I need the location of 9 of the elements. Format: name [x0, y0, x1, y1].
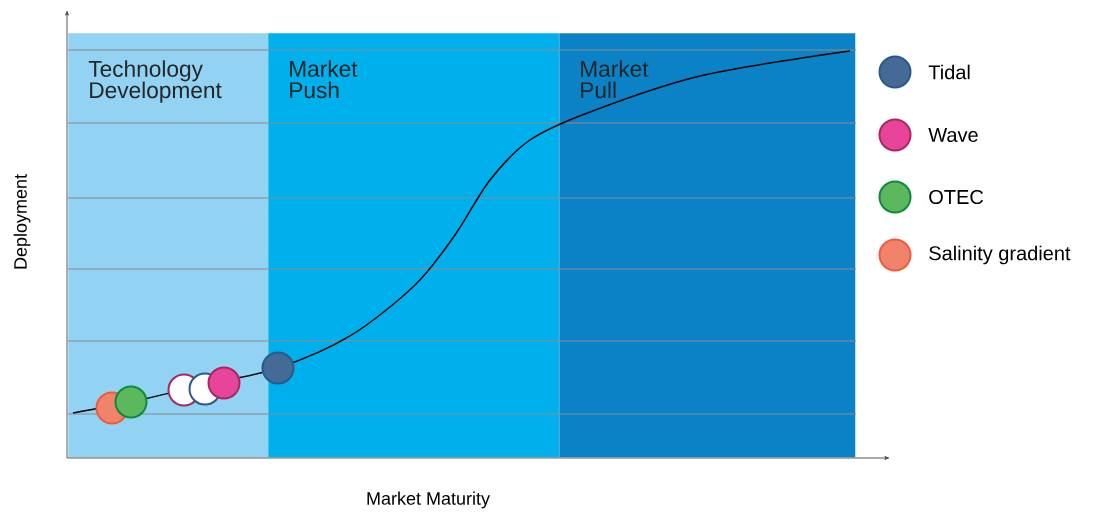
legend-label: Salinity gradient — [929, 245, 1071, 265]
legend-label: OTEC — [929, 189, 984, 205]
legend-label: Tidal — [928, 64, 970, 80]
stage-band: Market Pull — [559, 33, 856, 458]
stage-band: Market Push — [268, 33, 559, 458]
axis-label: Market Maturity — [367, 491, 490, 509]
stage-band: Technology Development — [68, 33, 269, 458]
axis-label: Deployment — [13, 174, 31, 269]
legend-label: Wave — [928, 128, 978, 142]
